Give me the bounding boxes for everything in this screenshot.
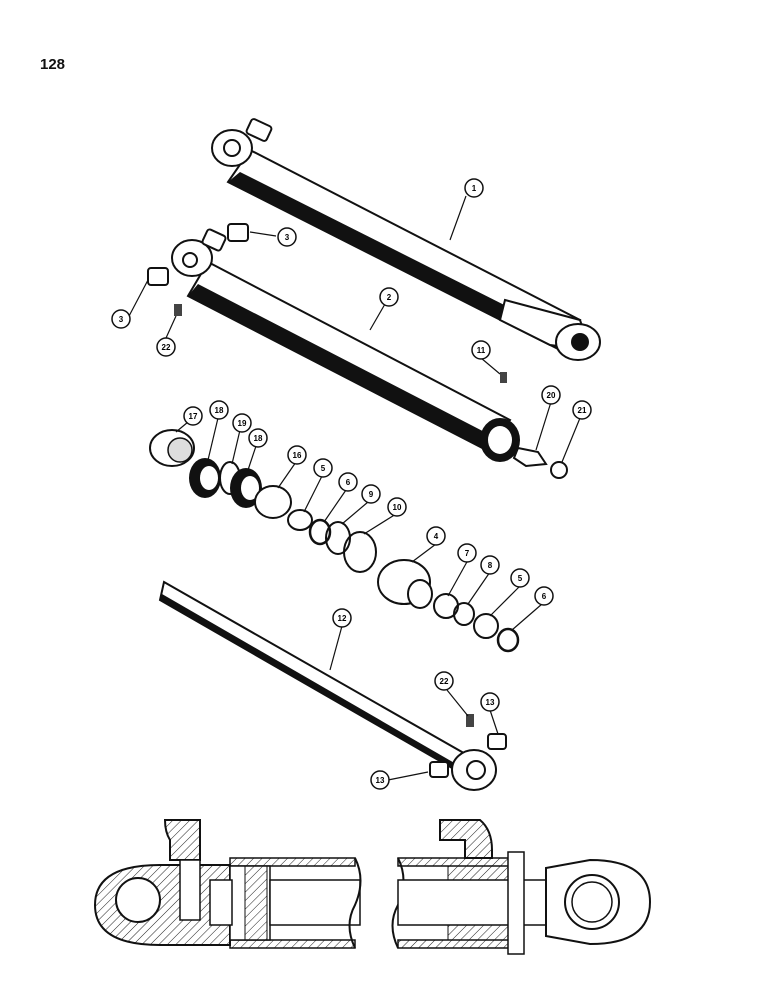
callout-8: 8 bbox=[480, 555, 500, 575]
callout-17: 17 bbox=[183, 406, 203, 426]
callout-20: 20 bbox=[541, 385, 561, 405]
callout-5-lower: 5 bbox=[510, 568, 530, 588]
callout-label: 4 bbox=[434, 532, 439, 541]
callout-3-lower: 3 bbox=[111, 309, 131, 329]
callout-6-lower: 6 bbox=[534, 586, 554, 606]
callout-18-right: 18 bbox=[248, 428, 268, 448]
piston-rod-12 bbox=[158, 580, 497, 791]
cylinder-assembly-2 bbox=[171, 228, 520, 462]
callout-label: 5 bbox=[321, 464, 326, 473]
seal-21 bbox=[550, 461, 568, 479]
callout-label: 6 bbox=[346, 478, 351, 487]
callout-9: 9 bbox=[361, 484, 381, 504]
callout-label: 13 bbox=[376, 776, 385, 785]
callout-label: 18 bbox=[254, 434, 263, 443]
callout-label: 18 bbox=[215, 406, 224, 415]
callout-label: 12 bbox=[338, 614, 347, 623]
bushing-13-left bbox=[429, 761, 449, 778]
callout-label: 10 bbox=[393, 503, 402, 512]
callout-label: 7 bbox=[465, 549, 470, 558]
callout-label: 21 bbox=[578, 406, 587, 415]
plug-11 bbox=[500, 372, 507, 383]
callout-label: 3 bbox=[119, 315, 124, 324]
callout-6-upper: 6 bbox=[338, 472, 358, 492]
bushing-3-upper bbox=[227, 223, 249, 242]
callout-label: 16 bbox=[293, 451, 302, 460]
callout-22-upper: 22 bbox=[156, 337, 176, 357]
callout-label: 5 bbox=[518, 574, 523, 583]
callout-12: 12 bbox=[332, 608, 352, 628]
callout-label: 8 bbox=[488, 561, 493, 570]
callout-5-upper: 5 bbox=[313, 458, 333, 478]
grease-fitting-22-lower bbox=[466, 714, 474, 727]
cylinder-assembly-1 bbox=[211, 118, 601, 361]
callout-label: 11 bbox=[477, 346, 486, 355]
callout-label: 20 bbox=[547, 391, 556, 400]
callouts: 1 2 3 3 22 11 20 21 17 18 19 18 16 5 6 9… bbox=[111, 178, 592, 790]
callout-4: 4 bbox=[426, 526, 446, 546]
fitting-20 bbox=[512, 446, 548, 468]
callout-label: 3 bbox=[285, 233, 290, 242]
callout-label: 13 bbox=[486, 698, 495, 707]
cross-section-view bbox=[93, 819, 652, 955]
piston-seal-parts bbox=[149, 429, 520, 653]
callout-16: 16 bbox=[287, 445, 307, 465]
callout-2: 2 bbox=[379, 287, 399, 307]
callout-label: 17 bbox=[189, 412, 198, 421]
callout-1: 1 bbox=[464, 178, 484, 198]
callout-22-lower: 22 bbox=[434, 671, 454, 691]
page-number: 128 bbox=[40, 56, 66, 73]
callout-label: 9 bbox=[369, 490, 374, 499]
callout-label: 1 bbox=[472, 184, 477, 193]
callout-label: 22 bbox=[162, 343, 171, 352]
callout-19: 19 bbox=[232, 413, 252, 433]
callout-18-left: 18 bbox=[209, 400, 229, 420]
bushing-3-lower bbox=[147, 267, 169, 286]
callout-13-left: 13 bbox=[370, 770, 390, 790]
bushing-13-right bbox=[487, 733, 507, 750]
callout-7: 7 bbox=[457, 543, 477, 563]
grease-fitting-22-upper bbox=[174, 304, 182, 316]
callout-label: 6 bbox=[542, 592, 547, 601]
callout-21: 21 bbox=[572, 400, 592, 420]
callout-11: 11 bbox=[471, 340, 491, 360]
callout-label: 22 bbox=[440, 677, 449, 686]
callout-label: 19 bbox=[238, 419, 247, 428]
callout-label: 2 bbox=[387, 293, 392, 302]
callout-3-upper: 3 bbox=[277, 227, 297, 247]
callout-10: 10 bbox=[387, 497, 407, 517]
callout-13-right: 13 bbox=[480, 692, 500, 712]
leader-lines bbox=[127, 195, 581, 781]
